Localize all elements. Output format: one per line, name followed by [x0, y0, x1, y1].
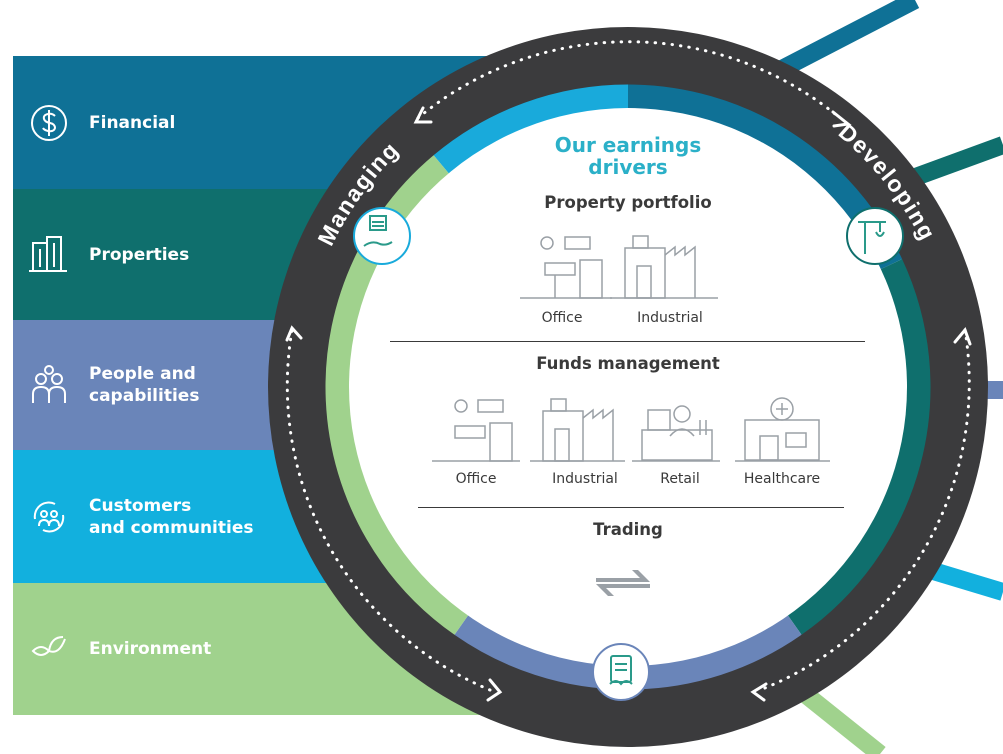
band-label: Environment [89, 639, 212, 659]
trading-heading: Trading [593, 520, 663, 539]
office-illustration-2 [432, 399, 520, 462]
managing-hand-icon [353, 207, 411, 265]
funds-item-healthcare: Healthcare [743, 471, 821, 487]
band-label: Customers and communities [89, 495, 254, 538]
dotted-arc-top [416, 40, 842, 120]
dotted-arc-left [285, 328, 492, 692]
ray-bottom [794, 682, 886, 754]
band-label: Financial [89, 112, 176, 133]
arrow-right [953, 327, 972, 346]
customers-cycle-icon [23, 495, 75, 539]
arrow-bottom-left [486, 678, 503, 702]
developing-crane-icon [846, 207, 904, 265]
arrow-top-left [413, 106, 433, 124]
divider-2 [418, 507, 844, 508]
ray-right-lower [927, 561, 1003, 601]
portfolio-item-industrial: Industrial [637, 310, 703, 326]
arc-right [787, 259, 931, 635]
band-label: Properties [89, 244, 190, 265]
property-portfolio-heading: Property portfolio [544, 193, 712, 212]
earnings-title: Our earnings drivers [554, 133, 702, 179]
dollar-cycle-icon [23, 101, 75, 145]
transacting-handshake-icon [592, 643, 650, 701]
office-illustration-1 [520, 236, 612, 299]
arrow-left [285, 325, 303, 342]
industrial-illustration-1 [610, 235, 718, 299]
buildings-icon [23, 233, 75, 277]
divider-1 [390, 341, 865, 342]
arc-top-left [433, 84, 629, 175]
portfolio-item-office: Office [541, 310, 583, 326]
trading-arrows-icon [596, 570, 650, 596]
band-label: People and capabilities [89, 364, 200, 406]
leaf-icon [23, 627, 75, 671]
healthcare-illustration [735, 397, 830, 462]
dotted-arc-right [758, 328, 971, 692]
inner-disk [349, 108, 907, 666]
arrow-bottom-right [750, 682, 768, 702]
industrial-illustration-2 [530, 398, 625, 462]
arrow-top-right [831, 110, 852, 128]
funds-management-heading: Funds management [536, 354, 720, 373]
funds-item-office: Office [455, 471, 497, 487]
funds-item-industrial: Industrial [552, 471, 618, 487]
retail-illustration [632, 405, 720, 462]
ray-top-right [775, 0, 920, 78]
funds-item-retail: Retail [660, 471, 700, 487]
people-icon [23, 363, 75, 407]
